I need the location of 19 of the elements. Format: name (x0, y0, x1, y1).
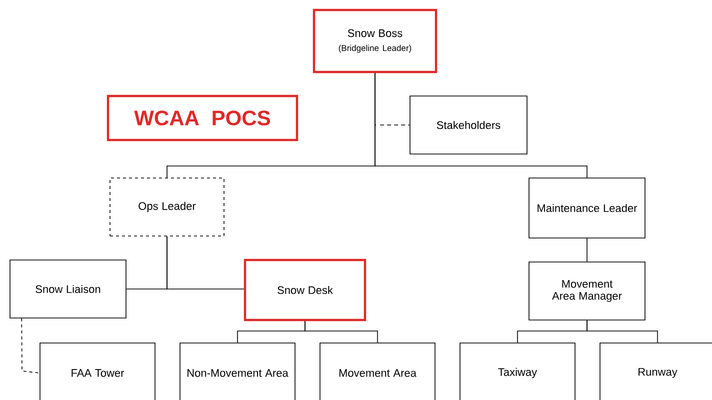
role-box: Snow Liaison (10, 260, 126, 318)
role-box: Snow Desk (244, 258, 366, 322)
connector (586, 238, 588, 262)
role-box: Runway (600, 342, 712, 400)
role-box: FAA Tower (40, 342, 156, 400)
connector (304, 320, 378, 343)
role-box: Taxiway (460, 342, 576, 400)
connector (374, 72, 588, 178)
role-box: Movement Area (320, 342, 436, 400)
role-box: Movement Area Manager (528, 262, 646, 320)
role-box: Non-Movement Area (180, 342, 296, 400)
role-box: Snow Boss (Bridgeline Leader) (312, 8, 438, 74)
connector (166, 236, 244, 290)
role-box: Stakeholders (410, 96, 528, 154)
connector (586, 320, 658, 343)
role-box: Maintenance Leader (528, 178, 646, 238)
role-box: Ops Leader (110, 178, 224, 236)
connector (21, 318, 40, 374)
title-box: WCAA POCS (106, 94, 298, 142)
